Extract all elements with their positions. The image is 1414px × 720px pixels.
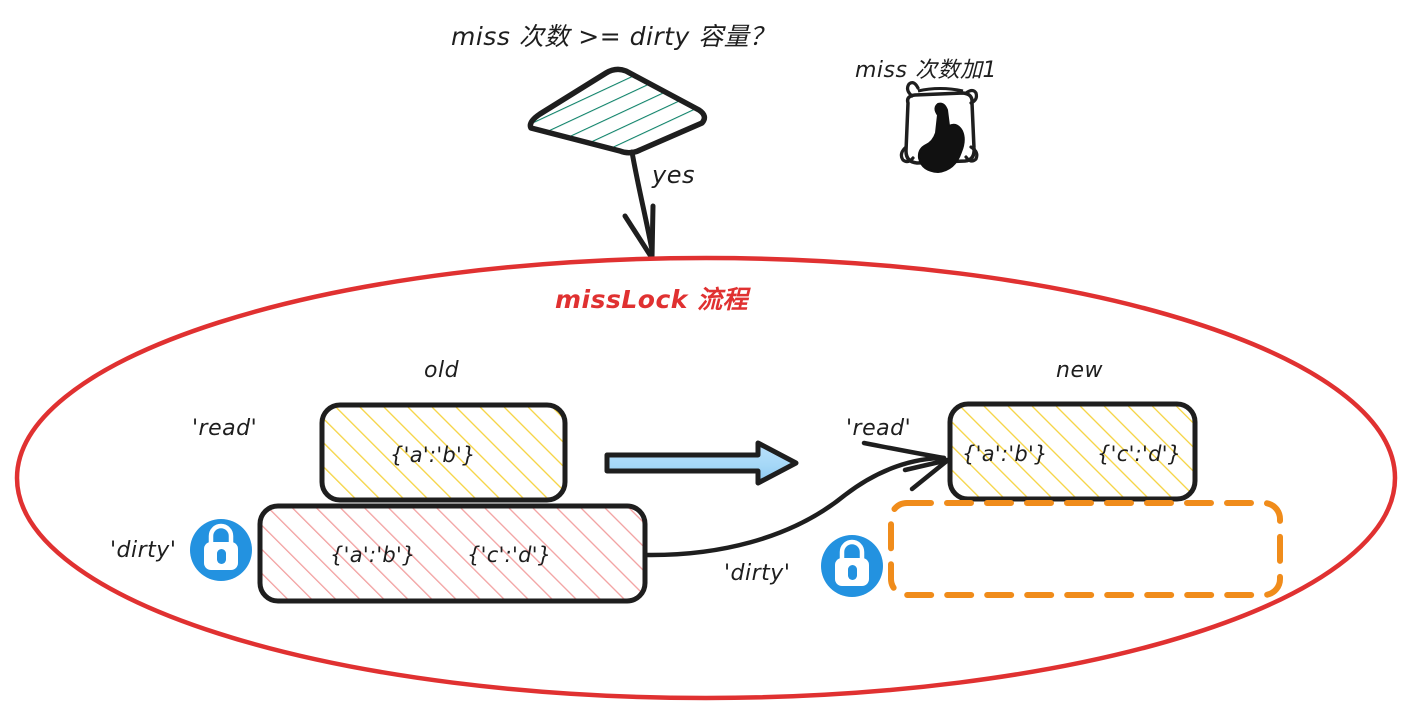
new-read-row-label: 'read' bbox=[846, 416, 912, 441]
old-read-cell: {'a':'b'} bbox=[390, 443, 476, 467]
page-title: missLock 流程 bbox=[555, 285, 749, 314]
new-dirty-row-label: 'dirty' bbox=[724, 561, 791, 586]
old-read-row-label: 'read' bbox=[192, 416, 258, 441]
transition-block-arrow bbox=[604, 440, 799, 486]
old-dirty-cell: {'c':'d'} bbox=[467, 543, 552, 567]
old-group-label: old bbox=[424, 358, 460, 383]
decision-diamond bbox=[527, 66, 708, 156]
yes-arrow bbox=[622, 149, 656, 261]
lock-closed-icon[interactable] bbox=[190, 519, 252, 581]
yes-branch-label: yes bbox=[652, 161, 695, 189]
old-read-box bbox=[319, 402, 568, 503]
old-dirty-cell: {'a':'b'} bbox=[330, 543, 416, 567]
new-read-box bbox=[947, 401, 1198, 502]
new-read-cell: {'c':'d'} bbox=[1097, 442, 1182, 466]
lock-closed-icon[interactable] bbox=[821, 535, 883, 597]
dirty-to-read-curve bbox=[642, 440, 951, 558]
old-dirty-box bbox=[257, 503, 648, 604]
hand-pointer-icon bbox=[899, 81, 979, 173]
new-group-label: new bbox=[1056, 358, 1103, 383]
new-dirty-box bbox=[888, 500, 1283, 598]
miss-counter-note-label: miss 次数加1 bbox=[855, 58, 997, 83]
misslock-process-ellipse bbox=[14, 255, 1398, 701]
old-dirty-row-label: 'dirty' bbox=[110, 538, 177, 563]
decision-question-label: miss 次数 >= dirty 容量？ bbox=[451, 22, 775, 51]
new-read-cell: {'a':'b'} bbox=[962, 442, 1048, 466]
